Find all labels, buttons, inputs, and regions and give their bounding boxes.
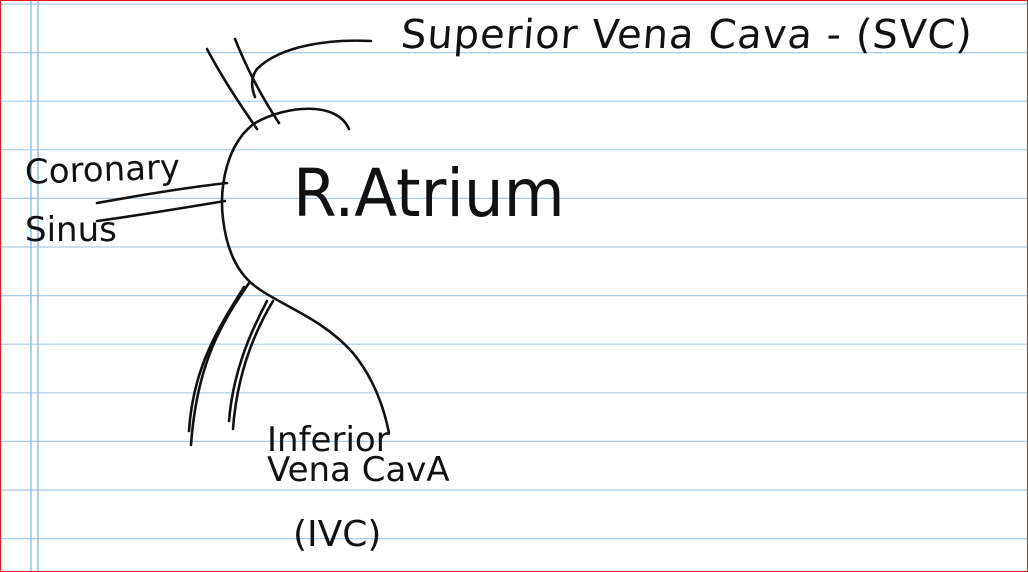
svc-vessel-left <box>207 49 257 129</box>
coronary-label: Coronary <box>24 150 180 189</box>
sinus-label: Sinus <box>25 213 117 247</box>
ruled-lines <box>1 4 1027 539</box>
svc-vessel-right <box>235 39 279 123</box>
svc-leader-line <box>252 41 371 97</box>
ivc-label-line2: Vena CavA <box>267 453 450 487</box>
svc-label: Superior Vena Cava - (SVC) <box>400 15 975 55</box>
right-atrium-label: R.Atrium <box>293 161 565 227</box>
ivc-abbreviation-label: (IVC) <box>293 517 381 553</box>
